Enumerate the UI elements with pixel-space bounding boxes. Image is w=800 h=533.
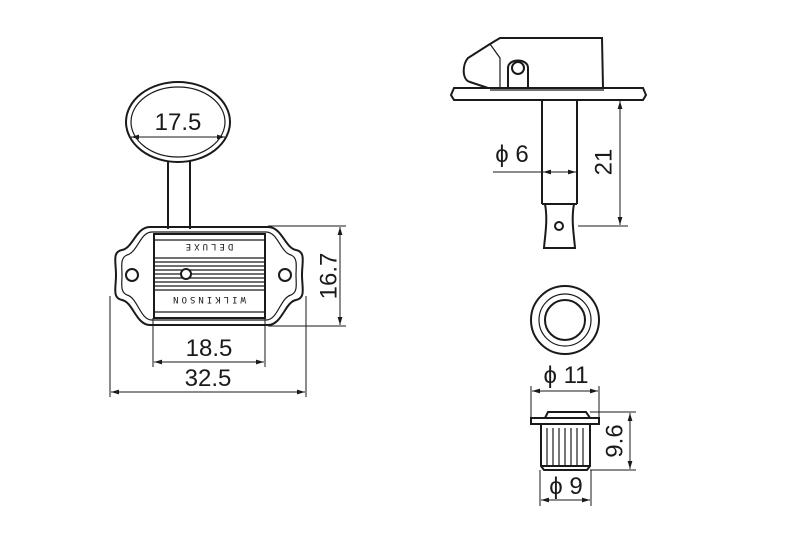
dim-bushing-diameter: ϕ 9 [549, 473, 582, 500]
knob-shaft [167, 161, 191, 229]
engraving-wilkinson: WILKINSON [170, 294, 246, 304]
bushing-top-view [530, 285, 600, 355]
dim-post-length: 21 [590, 149, 617, 176]
string-post [541, 100, 578, 249]
mounting-plate [449, 87, 648, 101]
mounting-hole-right [278, 268, 292, 282]
knurled-plate-lines [154, 239, 265, 313]
dim-bushing-height: 9.6 [601, 424, 628, 457]
dim-overall-width: 32.5 [185, 365, 232, 392]
center-screw-icon [180, 268, 192, 280]
side-view: ϕ 6 21 [449, 37, 648, 249]
bushing-side-view: ϕ 11 9.6 ϕ 9 [530, 362, 636, 506]
engraving-deluxe: DELUXE [183, 241, 234, 251]
dim-plate-width: 18.5 [186, 335, 233, 362]
tuner-housing [114, 226, 304, 326]
dim-flange-diameter: ϕ 11 [543, 362, 588, 389]
dim-post-diameter: ϕ 6 [495, 141, 528, 168]
front-view: DELUXE WILKINSON 17.5 16.7 18.5 32.5 [109, 81, 346, 397]
mounting-hole-left [125, 268, 139, 282]
dim-knob-width: 17.5 [155, 109, 202, 136]
string-hole [554, 221, 564, 231]
side-housing [462, 37, 605, 89]
dim-housing-height: 16.7 [315, 253, 342, 300]
knurling-lines [541, 428, 590, 467]
tuner-knob [125, 81, 231, 163]
